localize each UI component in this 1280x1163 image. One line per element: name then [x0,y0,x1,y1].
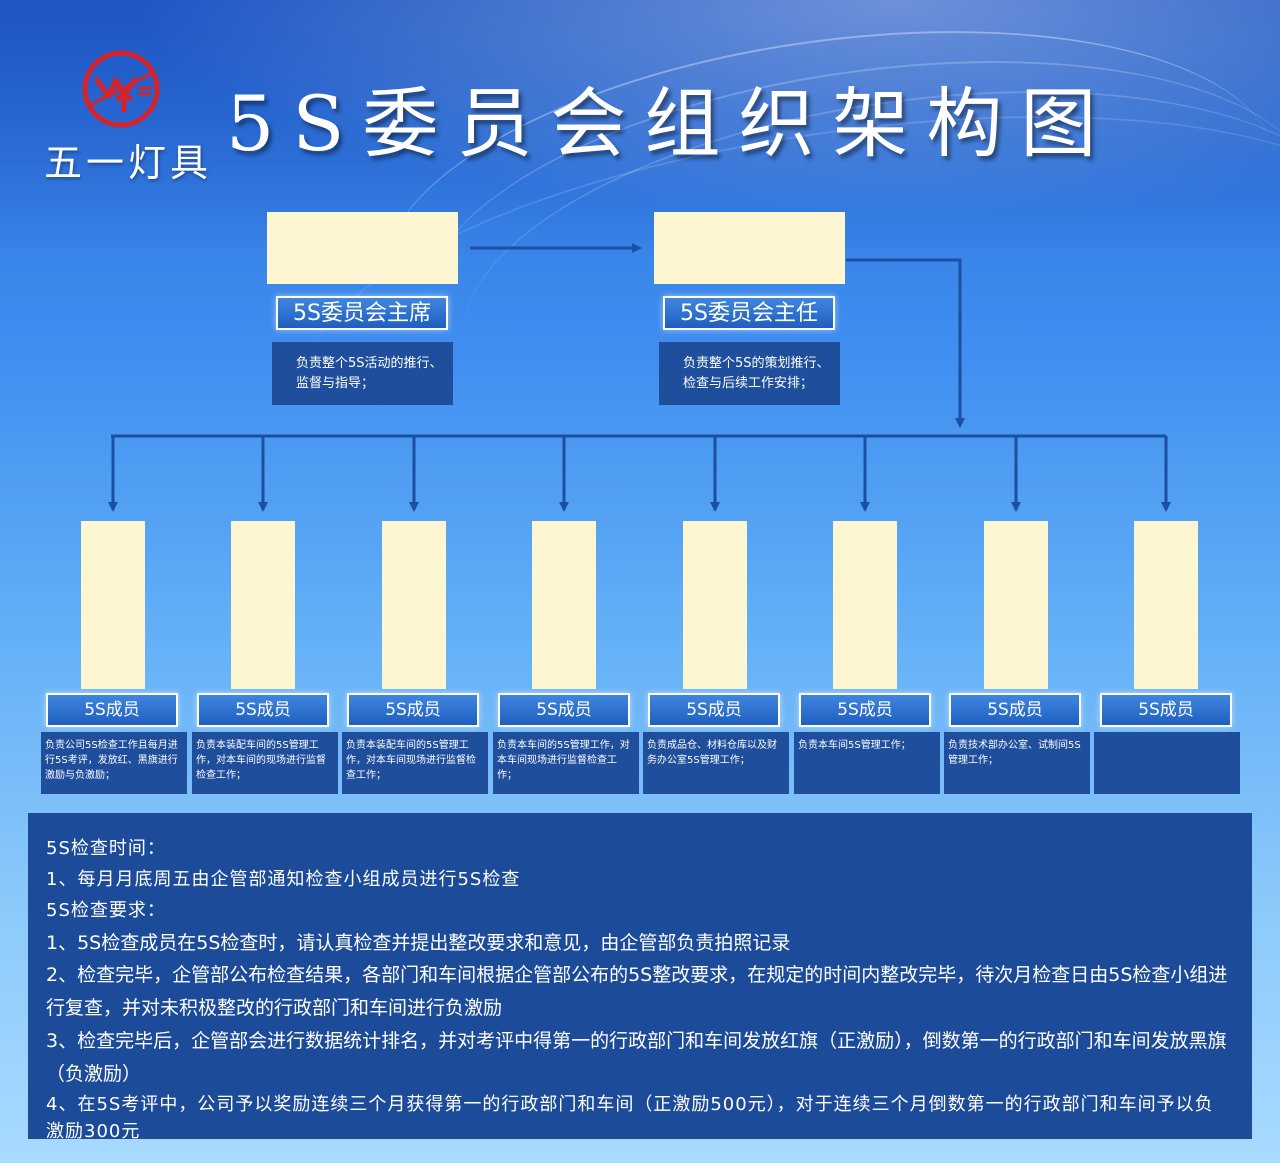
member-description [1094,732,1240,794]
inspection-requirement-item: 1、5S检查成员在5S检查时，请认真检查并提出整改要求和意见，由企管部负责拍照记… [46,932,791,954]
inspection-requirement-item: 4、在5S考评中，公司予以奖励连续三个月获得第一的行政部门和车间（正激励500元… [46,1094,1214,1142]
member-photo-placeholder [81,521,145,689]
chairman-title: 5S委员会主席 [276,296,448,330]
member-description: 负责成品仓、材料仓库以及财务办公室5S管理工作； [643,732,789,794]
inspection-time-item: 1、每月月底周五由企管部通知检查小组成员进行5S检查 [46,869,521,890]
member-photo-placeholder [1134,521,1198,689]
member-title: 5S成员 [498,693,630,727]
chairman-description: 负责整个5S活动的推行、监督与指导； [272,342,453,405]
member-title: 5S成员 [1100,693,1232,727]
member-title: 5S成员 [799,693,931,727]
member-title: 5S成员 [197,693,329,727]
member-description: 负责本装配车间的5S管理工作，对本车间的现场进行监督检查工作； [192,732,338,794]
member-title: 5S成员 [648,693,780,727]
member-description: 负责本装配车间的5S管理工作，对本车间现场进行监督检查工作； [342,732,488,794]
inspection-requirement-item: 2、检查完毕，企管部公布检查结果，各部门和车间根据企管部公布的5S整改要求，在规… [46,964,1228,1019]
member-description: 负责本车间的5S管理工作，对本车间现场进行监督检查工作； [493,732,639,794]
member-photo-placeholder [683,521,747,689]
inspection-requirement-item: 3、检查完毕后，企管部会进行数据统计排名，并对考评中得第一的行政部门和车间发放红… [46,1030,1227,1085]
inspection-requirements-heading: 5S检查要求： [46,900,166,921]
member-photo-placeholder [833,521,897,689]
member-description: 负责本车间5S管理工作； [794,732,940,794]
member-title: 5S成员 [949,693,1081,727]
member-title: 5S成员 [347,693,479,727]
chairman-photo-placeholder [267,212,458,284]
member-title: 5S成员 [46,693,178,727]
member-photo-placeholder [532,521,596,689]
member-photo-placeholder [984,521,1048,689]
member-photo-placeholder [231,521,295,689]
company-logo-icon [82,50,160,128]
director-to-members-arrow [846,258,965,428]
inspection-rules-panel: 5S检查时间： 1、每月月底周五由企管部通知检查小组成员进行5S检查 5S检查要… [28,813,1252,1142]
page-title: 5S委员会组织架构图 [226,79,1115,168]
director-title: 5S委员会主任 [663,296,835,330]
inspection-time-heading: 5S检查时间： [46,838,166,859]
director-description: 负责整个5S的策划推行、检查与后续工作安排； [659,342,840,405]
brand-name: 五一灯具 [44,141,213,185]
director-photo-placeholder [654,212,845,284]
member-description: 负责公司5S检查工作且每月进行5S考评，发放红、黑旗进行激励与负激励； [41,732,187,794]
member-photo-placeholder [382,521,446,689]
member-description: 负责技术部办公室、试制间5S管理工作； [944,732,1090,794]
